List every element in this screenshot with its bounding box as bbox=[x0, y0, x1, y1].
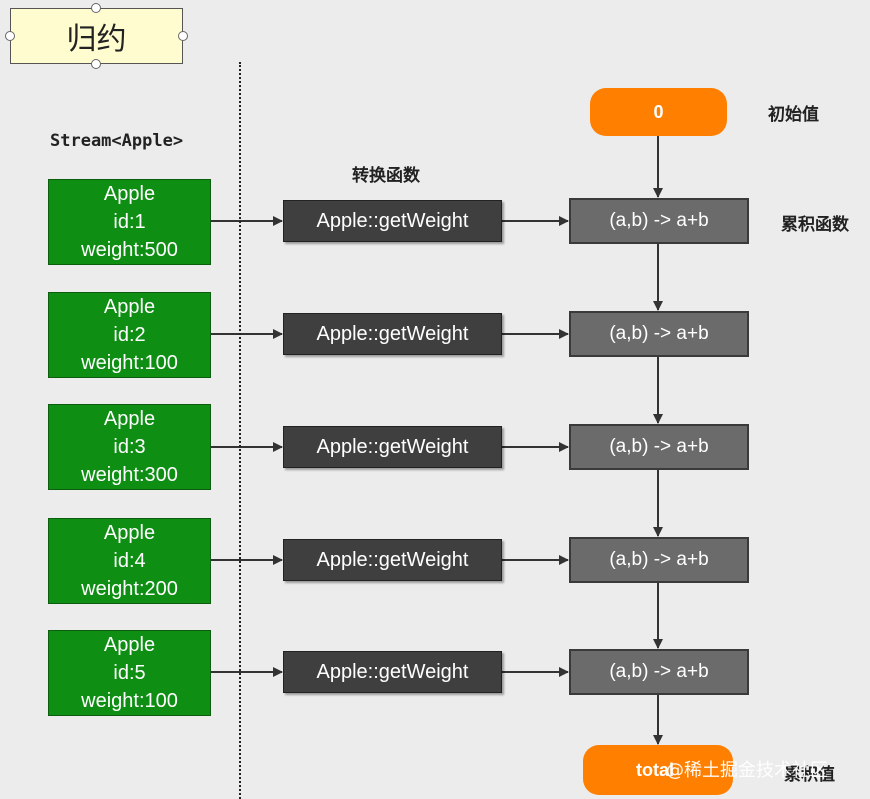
apple-name: Apple bbox=[103, 296, 156, 318]
apple-weight: weight:500 bbox=[81, 239, 178, 261]
apple-node-5: Apple id:5 weight:100 bbox=[48, 630, 211, 716]
apple-id: id:4 bbox=[113, 550, 146, 572]
apple-node-2: Apple id:2 weight:100 bbox=[48, 292, 211, 378]
initial-value-label: 初始值 bbox=[768, 105, 819, 125]
stream-divider bbox=[239, 62, 241, 799]
accumulator-node-2: (a,b) -> a+b bbox=[569, 311, 749, 357]
result-value-label: 累积值 bbox=[784, 765, 835, 785]
apple-weight: weight:100 bbox=[81, 690, 178, 712]
transform-function-node-4: Apple::getWeight bbox=[283, 539, 502, 581]
accumulator-node-1: (a,b) -> a+b bbox=[569, 198, 749, 244]
transform-label: 转换函数 bbox=[352, 166, 420, 186]
stream-label: Stream<Apple> bbox=[50, 131, 184, 151]
accumulator-label: 累积函数 bbox=[781, 215, 849, 235]
transform-function-node-5: Apple::getWeight bbox=[283, 651, 502, 693]
result-value-node: total bbox=[583, 745, 733, 795]
transform-function-node-3: Apple::getWeight bbox=[283, 426, 502, 468]
apple-node-1: Apple id:1 weight:500 bbox=[48, 179, 211, 265]
resize-handle-left[interactable] bbox=[5, 31, 15, 41]
resize-handle-top[interactable] bbox=[91, 3, 101, 13]
resize-handle-bottom[interactable] bbox=[91, 59, 101, 69]
apple-weight: weight:200 bbox=[81, 578, 178, 600]
apple-weight: weight:300 bbox=[81, 464, 178, 486]
apple-weight: weight:100 bbox=[81, 352, 178, 374]
accumulator-node-5: (a,b) -> a+b bbox=[569, 649, 749, 695]
apple-node-4: Apple id:4 weight:200 bbox=[48, 518, 211, 604]
watermark: @稀土掘金技术社区 bbox=[666, 760, 828, 781]
apple-name: Apple bbox=[103, 634, 156, 656]
initial-value-node: 0 bbox=[590, 88, 727, 136]
apple-name: Apple bbox=[103, 522, 156, 544]
apple-id: id:1 bbox=[113, 211, 146, 233]
transform-function-node-1: Apple::getWeight bbox=[283, 200, 502, 242]
apple-name: Apple bbox=[103, 408, 156, 430]
transform-function-node-2: Apple::getWeight bbox=[283, 313, 502, 355]
apple-id: id:5 bbox=[113, 662, 146, 684]
apple-id: id:3 bbox=[113, 436, 146, 458]
result-value-text: total bbox=[636, 759, 674, 780]
diagram-title[interactable]: 归约 bbox=[10, 8, 183, 64]
apple-name: Apple bbox=[103, 183, 156, 205]
accumulator-node-4: (a,b) -> a+b bbox=[569, 537, 749, 583]
apple-node-3: Apple id:3 weight:300 bbox=[48, 404, 211, 490]
resize-handle-right[interactable] bbox=[178, 31, 188, 41]
accumulator-node-3: (a,b) -> a+b bbox=[569, 424, 749, 470]
apple-id: id:2 bbox=[113, 324, 146, 346]
